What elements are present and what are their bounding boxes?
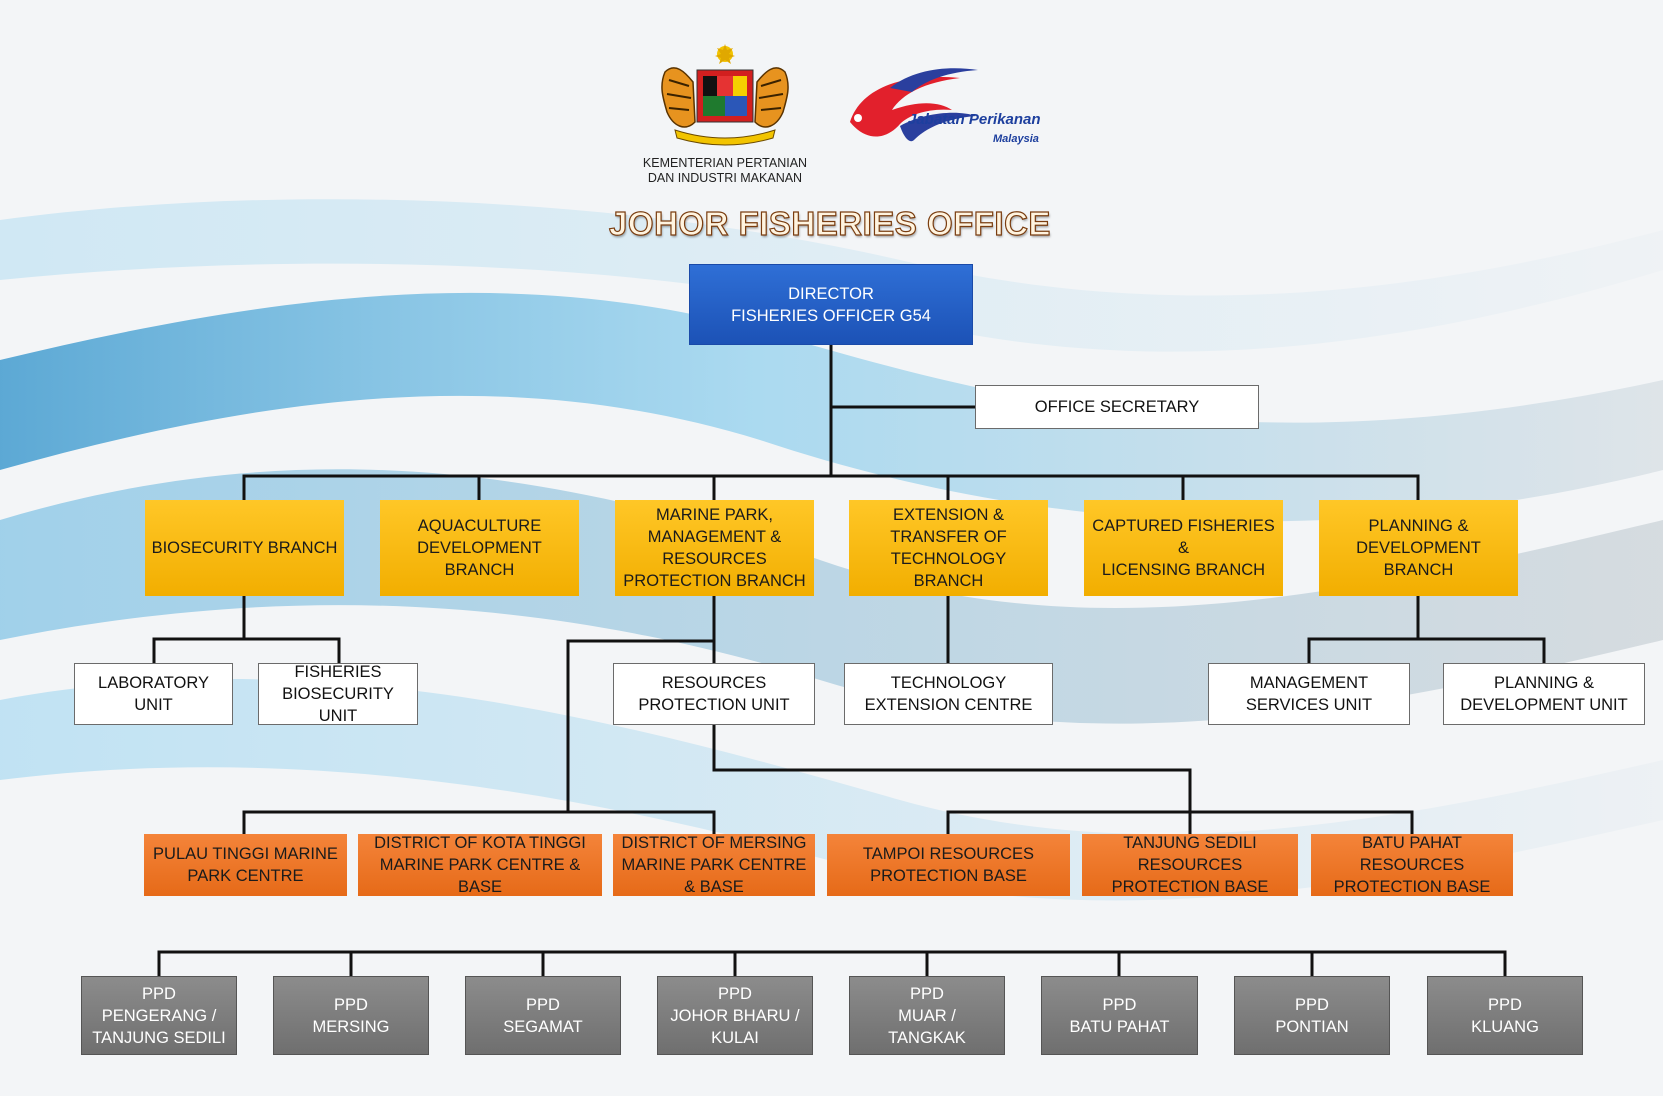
coat-of-arms-logo bbox=[661, 44, 789, 146]
fisheries-department-logo bbox=[850, 68, 978, 142]
agency-name: Jabatan Perikanan bbox=[908, 111, 1041, 128]
office-secretary-box: OFFICE SECRETARY bbox=[975, 385, 1259, 429]
branch-extension: EXTENSION & TRANSFER OF TECHNOLOGY BRANC… bbox=[849, 500, 1048, 596]
unit-technology-extension: TECHNOLOGY EXTENSION CENTRE bbox=[844, 663, 1053, 725]
base-batu-pahat: BATU PAHAT RESOURCES PROTECTION BASE bbox=[1311, 834, 1513, 896]
branch-biosecurity: BIOSECURITY BRANCH bbox=[145, 500, 344, 596]
connector-branch-drops bbox=[242, 474, 1420, 502]
branch-aquaculture: AQUACULTURE DEVELOPMENT BRANCH bbox=[380, 500, 579, 596]
ministry-name: KEMENTERIAN PERTANIAN DAN INDUSTRI MAKAN… bbox=[642, 156, 808, 185]
branch-marine-park: MARINE PARK, MANAGEMENT & RESOURCES PROT… bbox=[615, 500, 814, 596]
unit-planning-development: PLANNING & DEVELOPMENT UNIT bbox=[1443, 663, 1645, 725]
centre-pulau-tinggi: PULAU TINGGI MARINE PARK CENTRE bbox=[144, 834, 347, 896]
director-box: DIRECTOR FISHERIES OFFICER G54 bbox=[689, 264, 973, 345]
connector-biosecurity-units bbox=[152, 594, 341, 665]
district-johor-bharu: PPD JOHOR BHARU / KULAI bbox=[657, 976, 813, 1055]
base-tanjung-sedili: TANJUNG SEDILI RESOURCES PROTECTION BASE bbox=[1082, 834, 1298, 896]
connector-district-drops bbox=[157, 950, 1507, 978]
page-title: JOHOR FISHERIES OFFICE bbox=[608, 204, 1051, 242]
district-kluang: PPD KLUANG bbox=[1427, 976, 1583, 1055]
district-pengerang: PPD PENGERANG / TANJUNG SEDILI bbox=[81, 976, 237, 1055]
district-segamat: PPD SEGAMAT bbox=[465, 976, 621, 1055]
unit-management-services: MANAGEMENT SERVICES UNIT bbox=[1208, 663, 1410, 725]
branch-captured-fisheries: CAPTURED FISHERIES & LICENSING BRANCH bbox=[1084, 500, 1283, 596]
centre-kota-tinggi: DISTRICT OF KOTA TINGGI MARINE PARK CENT… bbox=[358, 834, 602, 896]
connector-right-centres bbox=[946, 810, 1414, 836]
district-muar: PPD MUAR / TANGKAK bbox=[849, 976, 1005, 1055]
agency-country: Malaysia bbox=[993, 133, 1039, 145]
district-pontian: PPD PONTIAN bbox=[1234, 976, 1390, 1055]
connector-left-centres bbox=[242, 810, 716, 836]
unit-fisheries-biosecurity: FISHERIES BIOSECURITY UNIT bbox=[258, 663, 418, 725]
unit-resources-protection: RESOURCES PROTECTION UNIT bbox=[613, 663, 815, 725]
connector-resources-unit bbox=[712, 723, 1192, 836]
district-batu-pahat: PPD BATU PAHAT bbox=[1041, 976, 1198, 1055]
centre-mersing: DISTRICT OF MERSING MARINE PARK CENTRE &… bbox=[613, 834, 815, 896]
branch-planning: PLANNING & DEVELOPMENT BRANCH bbox=[1319, 500, 1518, 596]
unit-laboratory: LABORATORY UNIT bbox=[74, 663, 233, 725]
district-mersing: PPD MERSING bbox=[273, 976, 429, 1055]
connector-marine-park bbox=[566, 594, 716, 814]
base-tampoi: TAMPOI RESOURCES PROTECTION BASE bbox=[827, 834, 1070, 896]
connector-planning-units bbox=[1307, 594, 1546, 665]
